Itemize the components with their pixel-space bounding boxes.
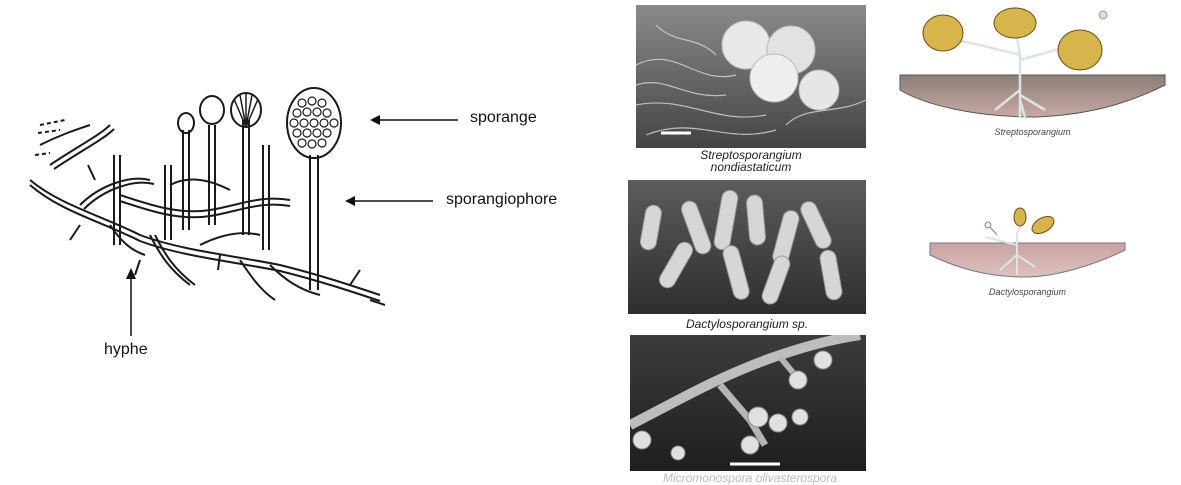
caption-dactylosporangium-sketch: Dactylosporangium [925,287,1130,297]
micrograph-dactylosporangium [628,180,866,314]
sporangiophore-arrow [345,193,435,209]
caption-streptosporangium: Streptosporangium nondiastaticum [636,149,866,173]
label-sporange: sporange [470,109,537,127]
sketch-dactylosporangium [925,205,1130,285]
hyphe-arrow [123,268,139,336]
caption-line-2: nondiastaticum [636,161,866,173]
micrograph-micromonospora [630,335,866,471]
caption-streptosporangium-sketch: Streptosporangium [895,127,1170,137]
micrograph-streptosporangium [636,5,866,148]
label-hyphe: hyphe [104,341,148,359]
sporange-arrow [370,112,460,128]
label-sporangiophore: sporangiophore [446,191,557,209]
sketch-streptosporangium [895,5,1170,125]
caption-dactylosporangium-photo: Dactylosporangium sp. [628,317,866,331]
